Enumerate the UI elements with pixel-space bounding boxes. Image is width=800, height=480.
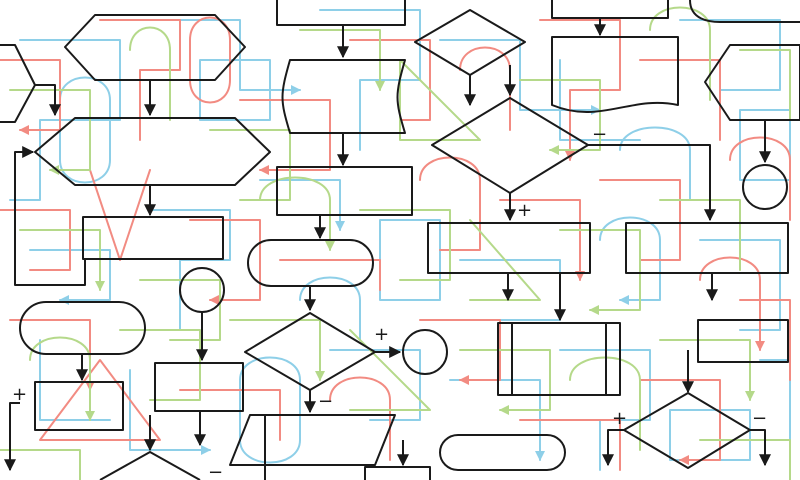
plus-sign: + [12, 384, 27, 405]
data-shape [229, 414, 396, 466]
connector-arrow [750, 429, 771, 467]
process-box [511, 323, 607, 395]
connector-arrow [4, 402, 20, 472]
decision-shape [414, 9, 526, 76]
connector-arrow [689, 0, 800, 23]
document-shape [551, 36, 679, 114]
connector-circle [742, 164, 788, 210]
connector-circle [402, 329, 448, 375]
sign-marks: + − + − + − + − [12, 124, 767, 480]
process-box [82, 216, 224, 260]
hexagon-shape [34, 117, 271, 186]
process-box [625, 222, 789, 274]
process-box [497, 322, 621, 396]
process-box [697, 319, 789, 363]
minus-sign: − [208, 462, 223, 480]
connector-arrow [14, 146, 86, 286]
minus-sign: − [592, 124, 607, 145]
connector-arrow [588, 144, 716, 222]
terminator-shape [247, 239, 374, 287]
connector-arrow [35, 84, 61, 117]
plus-sign: + [374, 324, 389, 345]
process-box [34, 381, 124, 431]
terminator-shape [19, 301, 146, 355]
connector-circle [179, 267, 225, 313]
connector-arrow [602, 429, 624, 467]
process-box [364, 466, 431, 480]
terminator-shape [439, 434, 566, 471]
process-box [276, 166, 413, 216]
plus-sign: + [517, 200, 532, 221]
decision-shape [99, 451, 201, 480]
connector-arrow [551, 0, 669, 19]
connector-arrow [276, 0, 406, 26]
decision-shape [623, 392, 751, 469]
document-shape [281, 59, 406, 134]
hexagon-shape [0, 44, 36, 123]
minus-sign: − [318, 391, 333, 412]
minus-sign: − [752, 408, 767, 429]
hexagon-shape [64, 14, 246, 81]
plus-sign: + [612, 408, 627, 429]
